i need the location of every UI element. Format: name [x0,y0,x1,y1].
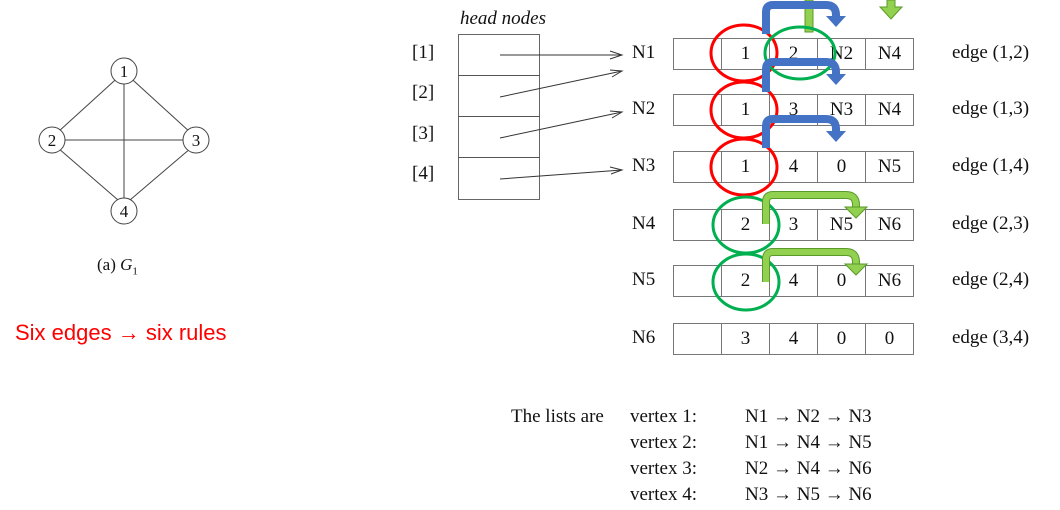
node-name-n5: N5 [632,269,656,290]
head-nodes-title: head nodes [460,8,547,29]
edge-label-n3: edge (1,4) [952,155,1030,176]
node-row-n2: 1 3 N3 N4 [673,94,914,126]
pointer-arrow [499,169,623,180]
head-divider [458,75,540,76]
head-index-4: [4] [412,163,435,184]
blue-arrow-path [762,58,840,92]
green-arrow-path [763,249,859,282]
green-arrow-stem-top [804,0,814,33]
graph-vertex-label: 1 [120,62,129,81]
pointer-arrow [499,70,623,98]
green-arrow-path [763,192,859,224]
graph-vertex-label: 2 [48,131,57,150]
blue-arrowhead-icon [826,74,846,85]
graph-vertex-label: 3 [192,131,201,150]
node-cell-path2: N6 [865,265,914,297]
lists-vertices: vertex 1: vertex 2: vertex 3: vertex 4: [630,404,697,508]
green-arrowhead-icon [843,206,869,219]
blue-arrowhead-icon [826,16,846,27]
head-index-1: [1] [412,42,435,63]
graph-caption: (a) G1 [97,255,138,277]
edge-label-n1: edge (1,2) [952,42,1030,63]
green-down-arrow-icon [878,0,904,20]
node-cell-path2: N4 [865,38,914,70]
node-name-n6: N6 [632,327,656,348]
green-highlight-circle [711,252,781,312]
green-highlight-circle [763,25,837,81]
graph-edge-1-2 [57,71,125,133]
node-name-n4: N4 [632,213,656,234]
lists-intro: The lists are [511,406,604,427]
graph-vertex-1 [110,57,138,85]
node-row-n6: 3 4 0 0 [673,323,914,355]
list-chain: N1 → N4 → N5 [745,432,872,453]
arrowhead [609,69,624,78]
node-row-n5: 2 4 0 N6 [673,265,914,297]
list-vertex-label: vertex 3: [630,458,698,479]
edge-label-n6: edge (3,4) [952,327,1030,348]
head-divider [458,157,540,158]
caption-symbol: G [120,255,133,274]
lists-chains: N1 → N2 → N3 N1 → N4 → N5 N2 → N4 → N6 N… [745,404,872,508]
node-cell-path2: N4 [865,94,914,126]
head-divider [458,116,540,117]
head-nodes-array [458,34,540,200]
green-arrowhead-icon [843,263,869,276]
graph-vertex-3 [182,126,210,154]
blue-arrow-path [762,115,840,148]
node-cell-path2: 0 [865,323,914,355]
graph-edge-2-4 [57,147,119,201]
graph-edge-1-3 [123,71,192,134]
caption-prefix: (a) [97,255,121,274]
red-highlight-circle [709,137,779,197]
list-chain: N1 → N2 → N3 [745,406,872,427]
graph-edge-3-4 [129,147,192,201]
list-vertex-label: vertex 4: [630,484,698,505]
list-vertex-label: vertex 1: [630,406,698,427]
head-index-3: [3] [412,123,435,144]
list-chain: N3 → N5 → N6 [745,484,872,505]
node-cell-path2: N6 [865,209,914,241]
edge-label-n5: edge (2,4) [952,269,1030,290]
edge-label-n4: edge (2,3) [952,213,1030,234]
node-row-n4: 2 3 N5 N6 [673,209,914,241]
node-row-n3: 1 4 0 N5 [673,151,914,183]
graph-vertex-4 [110,197,138,225]
graph-vertex-2 [38,126,66,154]
pointer-arrow [499,111,623,139]
blue-arrow-path [762,1,840,34]
node-name-n2: N2 [632,98,656,119]
arrowhead [609,166,624,175]
list-chain: N2 → N4 → N6 [745,458,872,479]
arrowhead [609,50,624,60]
six-edges-note: Six edges → six rules [15,320,227,345]
node-name-n1: N1 [632,42,656,63]
edge-label-n2: edge (1,3) [952,98,1030,119]
arrowhead [609,110,624,119]
graph-vertex-label: 4 [120,202,129,221]
graph-g1: 1 2 3 4 [38,57,210,225]
head-index-2: [2] [412,82,435,103]
list-vertex-label: vertex 2: [630,432,698,453]
caption-subscript: 1 [132,265,138,278]
blue-arrowhead-icon [826,131,846,142]
node-name-n3: N3 [632,155,656,176]
node-cell-path2: N5 [865,151,914,183]
